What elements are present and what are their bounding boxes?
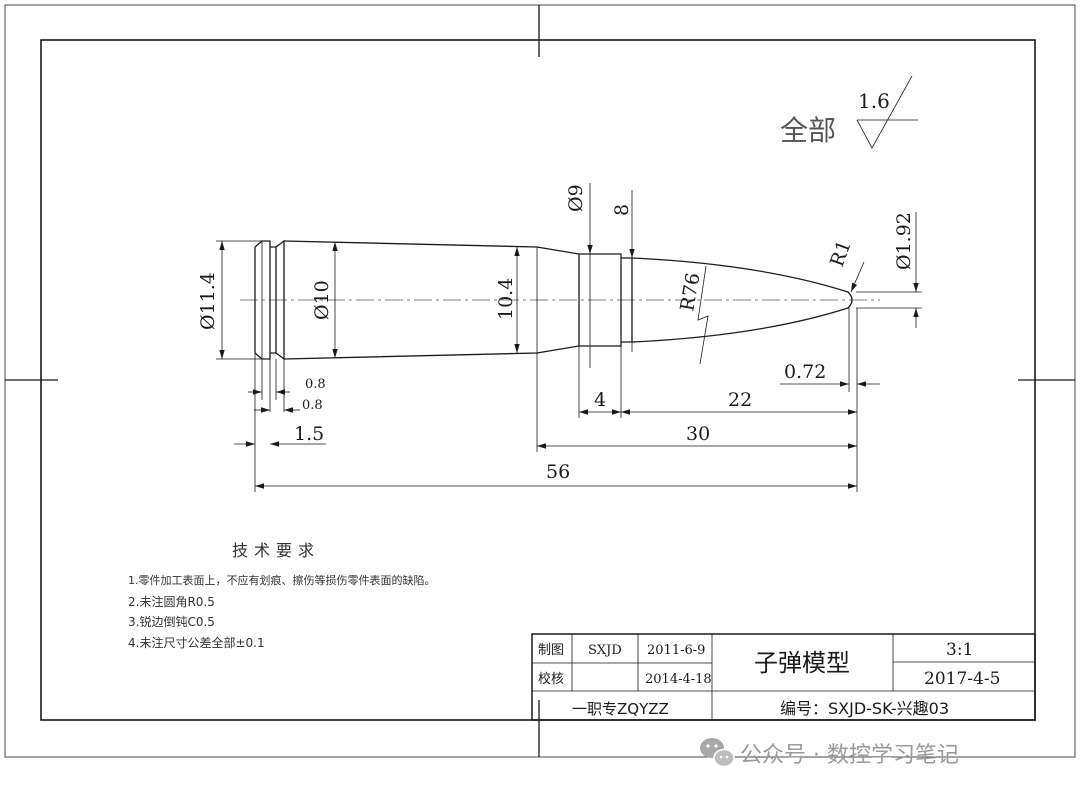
dim-d-neck-text: Ø9 <box>565 184 587 212</box>
outer-border <box>4 4 1076 758</box>
dim-groove-a-text: 0.8 <box>305 377 326 392</box>
tb-school: 一职专ZQYZZ <box>572 700 669 718</box>
tb-check-label: 校核 <box>538 671 564 687</box>
dim-r-tip-text: R1 <box>826 237 856 269</box>
surface-finish-label: 全部 <box>780 114 836 147</box>
tb-number: 编号：SXJD-SK-兴趣03 <box>780 699 949 718</box>
surface-finish-value: 1.6 <box>858 89 890 113</box>
tech-requirement-4: 4.未注尺寸公差全部±0.1 <box>128 635 265 650</box>
tech-requirement-3: 3.锐边倒钝C0.5 <box>128 615 215 629</box>
dim-d-body-text: Ø10 <box>311 280 333 320</box>
watermark-text: 公众号 · 数控学习笔记 <box>740 743 959 768</box>
dim-total-len: 56 <box>255 461 857 489</box>
dim-d-body: Ø10 <box>311 242 338 358</box>
dim-d-tip-text: Ø1.92 <box>893 212 915 270</box>
tb-drawn-by: SXJD <box>588 643 622 658</box>
dim-bullet-len-text: 30 <box>686 423 710 445</box>
bullet-profile <box>254 239 853 361</box>
tech-requirement-2: 2.未注圆角R0.5 <box>128 594 215 609</box>
dim-tip-len-text: 0.72 <box>784 361 826 383</box>
dim-rim-len-text: 1.5 <box>294 423 324 445</box>
tb-date: 2017-4-5 <box>924 669 1000 689</box>
tb-scale: 3:1 <box>946 640 973 660</box>
watermark: 公众号 · 数控学习笔记 <box>700 738 959 768</box>
dim-neck-len-v-text: 8 <box>611 204 633 216</box>
dim-total-len-text: 56 <box>546 461 570 483</box>
dim-ogive-len: 22 <box>621 389 857 415</box>
dim-d-shoulder: 10.4 <box>495 247 520 353</box>
dim-neck-len-v: 8 <box>611 190 635 352</box>
dim-groove-b-text: 0.8 <box>302 398 323 413</box>
wechat-icon <box>700 738 735 768</box>
dim-groove: 0.8 0.8 <box>248 359 326 413</box>
tb-part-name: 子弹模型 <box>754 649 850 677</box>
tech-requirements-title: 技术要求 <box>232 541 320 560</box>
dim-d-shoulder-text: 10.4 <box>495 278 517 320</box>
tb-drawn-date: 2011-6-9 <box>647 643 705 658</box>
dim-rim-len: 1.5 <box>234 353 326 492</box>
tb-drawn-label: 制图 <box>538 643 564 658</box>
tb-check-date: 2014-4-18 <box>645 672 712 687</box>
dim-d-tip: Ø1.92 <box>856 212 922 328</box>
surface-finish-symbol: 全部 1.6 <box>780 75 918 149</box>
dim-neck-len: 4 <box>579 389 621 415</box>
dim-r-ogive: R76 <box>676 265 709 365</box>
tech-requirement-1: 1.零件加工表面上，不应有划痕、擦伤等损伤零件表面的缺陷。 <box>128 573 436 587</box>
dim-bullet-len: 30 <box>537 423 857 449</box>
dim-d-rim: Ø11.4 <box>197 240 262 360</box>
dim-d-neck: Ø9 <box>565 183 593 368</box>
dim-ogive-len-text: 22 <box>728 389 752 411</box>
tech-requirements: 技术要求 1.零件加工表面上，不应有划痕、擦伤等损伤零件表面的缺陷。 2.未注圆… <box>128 541 436 650</box>
dim-tip-len: 0.72 <box>780 361 880 387</box>
dim-d-rim-text: Ø11.4 <box>197 272 219 330</box>
dim-neck-len-text: 4 <box>594 389 606 411</box>
title-block: 制图 SXJD 2011-6-9 校核 2014-4-18 子弹模型 3:1 2… <box>531 633 1036 721</box>
dim-r-tip: R1 <box>826 237 865 293</box>
